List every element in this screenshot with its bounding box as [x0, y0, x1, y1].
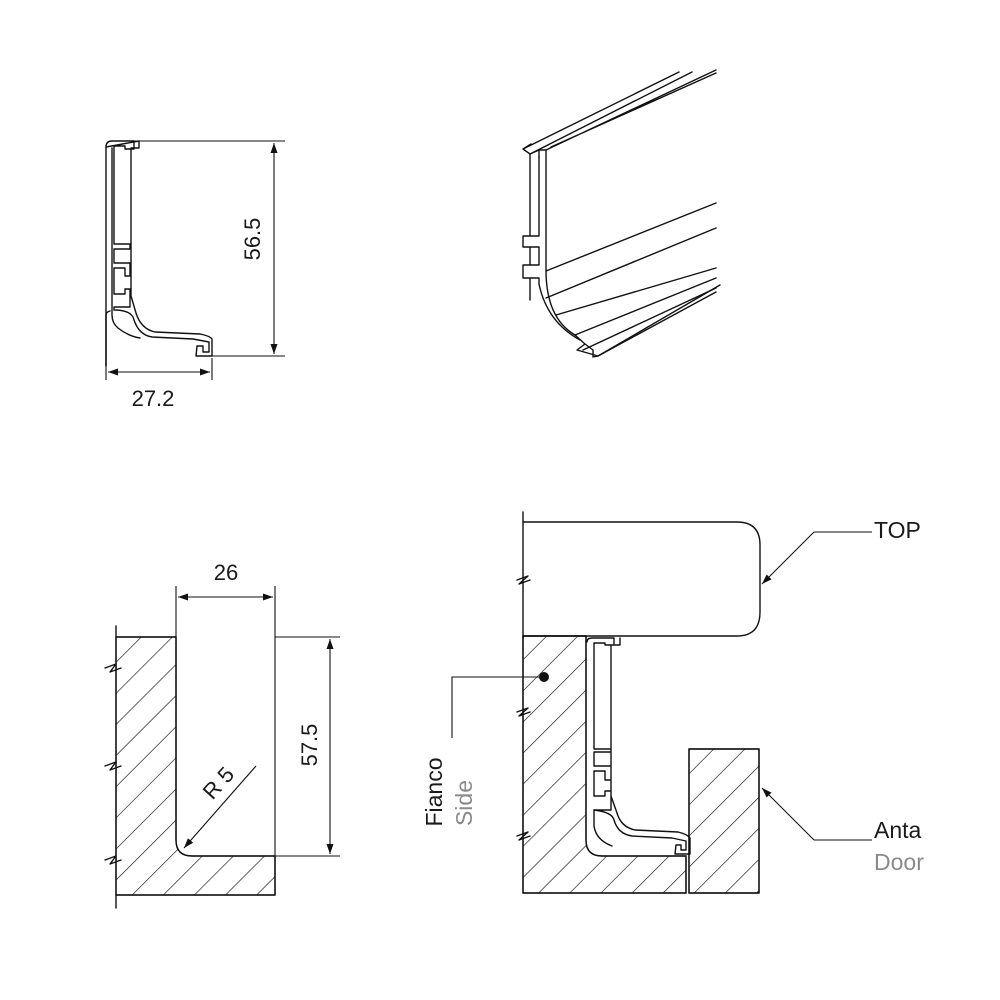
top-label: TOP: [874, 517, 921, 543]
side-leader: [451, 676, 544, 738]
profile-isometric-view: [522, 69, 721, 358]
profile-width-label: 27.2: [132, 386, 175, 411]
radius-label: R 5: [198, 762, 239, 804]
profile-cross-section: [105, 140, 213, 367]
groove-width-label: 26: [214, 560, 238, 585]
door-panel: [688, 748, 760, 894]
side-label-en: Side: [451, 780, 477, 826]
profile-height-label: 56.5: [240, 218, 265, 261]
groove-depth-label: 57.5: [297, 724, 322, 767]
groove-section: 26 57.5 R 5: [104, 560, 340, 909]
door-label-en: Door: [874, 849, 924, 875]
profile-outline: [105, 140, 213, 357]
door-label-it: Anta: [874, 817, 922, 843]
top-panel: [522, 521, 761, 637]
side-label-it: Fianco: [421, 757, 447, 826]
assembly-view: TOP Anta Door Fianco Side: [421, 511, 924, 894]
radius-leader: [183, 765, 257, 849]
installed-profile: [586, 637, 691, 855]
profile-dimensions: 56.5 27.2: [105, 140, 285, 411]
